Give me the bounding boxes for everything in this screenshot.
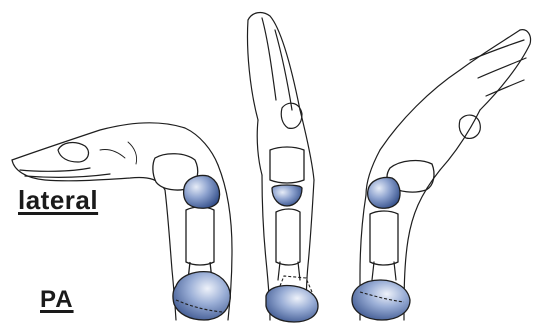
lunate-lateral-flexion bbox=[184, 176, 220, 209]
lunate-pa-extension bbox=[352, 280, 410, 320]
lunate-pa-flexion bbox=[173, 272, 230, 320]
lunate-lateral-neutral bbox=[272, 185, 302, 206]
lateral-label: lateral bbox=[18, 185, 98, 216]
lunate-lateral-extension bbox=[368, 178, 400, 209]
lunate-pa-neutral bbox=[266, 285, 318, 322]
neutral-wrist-drawing bbox=[247, 13, 318, 322]
pa-label: PA bbox=[40, 286, 74, 314]
extended-wrist-drawing bbox=[352, 30, 531, 320]
